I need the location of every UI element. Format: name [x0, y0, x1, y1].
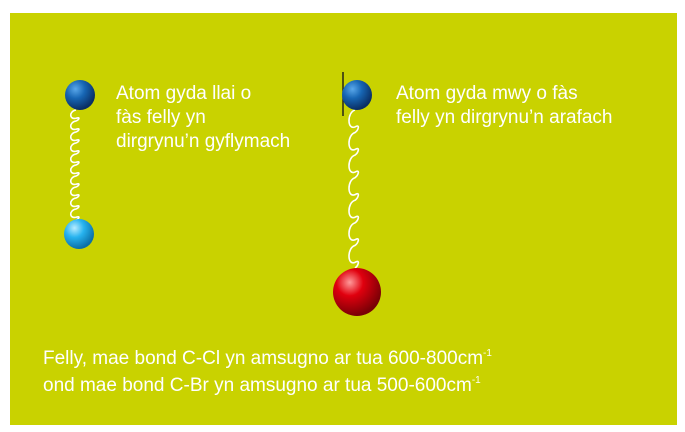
light-atom-label-line-2: fàs felly yn	[116, 107, 206, 128]
atom-light-blue	[64, 219, 94, 249]
conclusion-line-2: ond mae bond C-Br yn amsugno ar tua 500-…	[43, 372, 492, 399]
atom-red	[333, 268, 381, 316]
conclusion-line-1-text: Felly, mae bond C-Cl yn amsugno ar tua 6…	[43, 348, 484, 369]
conclusion-line-2-unit-exponent: -1	[471, 375, 481, 386]
spring-tight	[69, 109, 80, 221]
spring-loose	[348, 109, 360, 269]
heavy-atom-label-line-1: Atom gyda mwy o fàs	[396, 83, 578, 104]
light-atom-label-line-3: dirgrynu’n gyflymach	[116, 131, 291, 152]
atom-dark-blue-right	[342, 80, 372, 110]
conclusion-line-1-unit-exponent: -1	[483, 348, 492, 359]
conclusion-line-2-text: ond mae bond C-Br yn amsugno ar tua 500-…	[43, 375, 472, 396]
spring-tight-coil	[69, 109, 80, 221]
atom-dark-blue-left	[65, 80, 95, 110]
light-atom-label: Atom gyda llai o fàs felly yn dirgrynu’n…	[116, 82, 290, 154]
light-atom-label-line-1: Atom gyda llai o	[116, 83, 252, 104]
heavy-atom-label: Atom gyda mwy o fàs felly yn dirgrynu’n …	[396, 82, 613, 130]
heavy-atom-label-line-2: felly yn dirgrynu’n arafach	[396, 107, 613, 128]
conclusion-text: Felly, mae bond C-Cl yn amsugno ar tua 6…	[43, 345, 492, 399]
conclusion-line-1: Felly, mae bond C-Cl yn amsugno ar tua 6…	[43, 345, 492, 372]
spring-loose-coil	[348, 109, 360, 269]
